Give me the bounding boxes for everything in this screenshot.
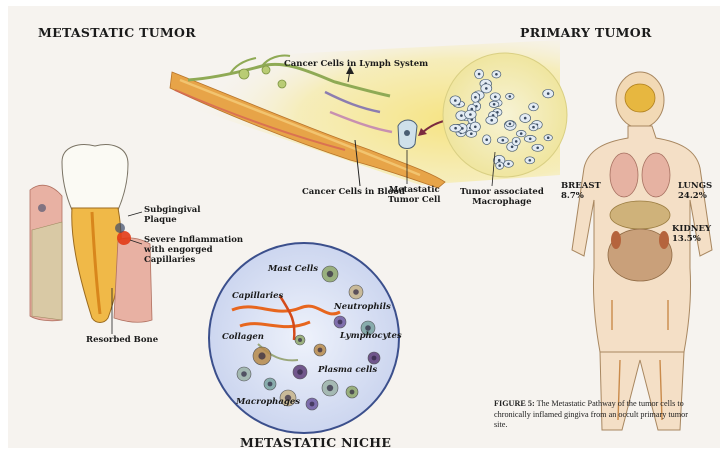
primary-tumor-title: PRIMARY TUMOR xyxy=(520,26,652,40)
plaque-pointer xyxy=(128,212,142,216)
niche-cell-nucleus xyxy=(353,289,359,295)
lymphocytes-label: Lymphocytes xyxy=(340,332,402,342)
niche-cell-nucleus xyxy=(372,356,377,361)
lymph-node xyxy=(278,80,286,88)
plaque-spot xyxy=(38,204,46,212)
niche-cell-nucleus xyxy=(350,390,355,395)
tumor-cell-nucleus xyxy=(515,140,518,143)
niche-cell-nucleus xyxy=(327,385,333,391)
niche-cell-nucleus xyxy=(338,320,343,325)
bone-left xyxy=(32,222,62,320)
breast-label: BREAST 8.7% xyxy=(561,182,601,202)
plaque-label: Subgingival Plaque xyxy=(144,206,200,226)
capillaries-label: Capillaries xyxy=(232,292,283,302)
collagen-label: Collagen xyxy=(222,333,264,343)
tumor-cell-nucleus xyxy=(498,159,501,162)
brain xyxy=(625,84,655,112)
niche-cell-nucleus xyxy=(318,348,323,353)
tumor-cell-nucleus xyxy=(547,92,550,95)
tumor-cell-nucleus xyxy=(536,147,539,150)
metastatic-tumor-title: METASTATIC TUMOR xyxy=(38,26,196,40)
niche-cell-nucleus xyxy=(258,352,265,359)
tumor-cell-nucleus xyxy=(490,119,493,122)
niche-cell-nucleus xyxy=(298,338,302,342)
tumor-cell-nucleus xyxy=(460,114,463,117)
mast-cells-label: Mast Cells xyxy=(268,265,318,275)
metastatic-cell-label: Metastatic Tumor Cell xyxy=(388,186,440,206)
tumor-cell-nucleus xyxy=(532,106,535,109)
macrophages-label: Macrophages xyxy=(236,398,300,408)
inflammation-spot xyxy=(117,231,131,245)
tumor-cell-nucleus xyxy=(509,123,512,126)
lymph-label: Cancer Cells in Lymph System xyxy=(284,60,428,70)
tumor-cell-nucleus xyxy=(454,127,457,130)
kidney-label: KIDNEY 13.5% xyxy=(672,225,711,245)
plasma-cells-label: Plasma cells xyxy=(318,366,377,376)
tumor-cell-nucleus xyxy=(509,95,512,98)
tumor-cell-nucleus xyxy=(493,103,496,106)
human-body-illustration xyxy=(572,72,712,430)
tumor-cell-nucleus xyxy=(529,159,532,162)
tooth-illustration xyxy=(30,145,152,334)
liver xyxy=(610,201,670,229)
lymph-node xyxy=(262,66,270,74)
lungs-label: LUNGS 24.2% xyxy=(678,182,712,202)
tumor-cell-nucleus xyxy=(498,164,501,167)
macrophage-label: Tumor associated Macrophage xyxy=(460,188,544,208)
tumor-cell-nucleus xyxy=(511,146,514,149)
bone-label: Resorbed Bone xyxy=(86,336,158,346)
left-lung xyxy=(610,153,638,197)
tumor-cell-nucleus xyxy=(495,73,498,76)
tumor-cell-nucleus xyxy=(532,126,535,129)
tumor-cell-nucleus xyxy=(478,73,481,76)
niche-cell-nucleus xyxy=(268,382,273,387)
niche-cell-nucleus xyxy=(365,325,371,331)
lymph-node xyxy=(239,69,249,79)
tooth-crown xyxy=(62,145,128,210)
caption-figure-number: FIGURE 5: xyxy=(494,399,535,408)
niche-cell-nucleus xyxy=(241,371,247,377)
tumor-cell-nucleus xyxy=(454,99,457,102)
niche-cell-nucleus xyxy=(297,369,303,375)
right-lung xyxy=(642,153,670,197)
tumor-cell-nucleus xyxy=(507,163,510,166)
tumor-cell-nucleus xyxy=(547,136,550,139)
niche-cell-nucleus xyxy=(310,402,315,407)
tumor-cell-nucleus xyxy=(474,126,477,129)
plaque-spot xyxy=(115,223,125,233)
tumor-cell-nucleus xyxy=(474,96,477,99)
left-kidney xyxy=(611,231,621,249)
metastatic-cell-nucleus xyxy=(404,130,410,136)
metastatic-niche-title: METASTATIC NICHE xyxy=(240,436,391,450)
tumor-cell-nucleus xyxy=(485,87,488,90)
right-kidney xyxy=(659,231,669,249)
tumor-cell-nucleus xyxy=(524,117,527,120)
tumor-cell-nucleus xyxy=(485,138,488,141)
figure-caption: FIGURE 5: The Metastatic Pathway of the … xyxy=(494,399,689,431)
tumor-cell-nucleus xyxy=(502,139,505,142)
niche-cell-nucleus xyxy=(327,271,333,277)
tumor-cell-nucleus xyxy=(469,113,472,116)
inflammation-label: Severe Inflammation with engorged Capill… xyxy=(144,236,243,265)
tumor-cell-nucleus xyxy=(470,132,473,135)
neutrophils-label: Neutrophils xyxy=(334,303,391,313)
tumor-cell-nucleus xyxy=(529,138,532,141)
tumor-cell-nucleus xyxy=(520,132,523,135)
tumor-cell-nucleus xyxy=(494,96,497,99)
